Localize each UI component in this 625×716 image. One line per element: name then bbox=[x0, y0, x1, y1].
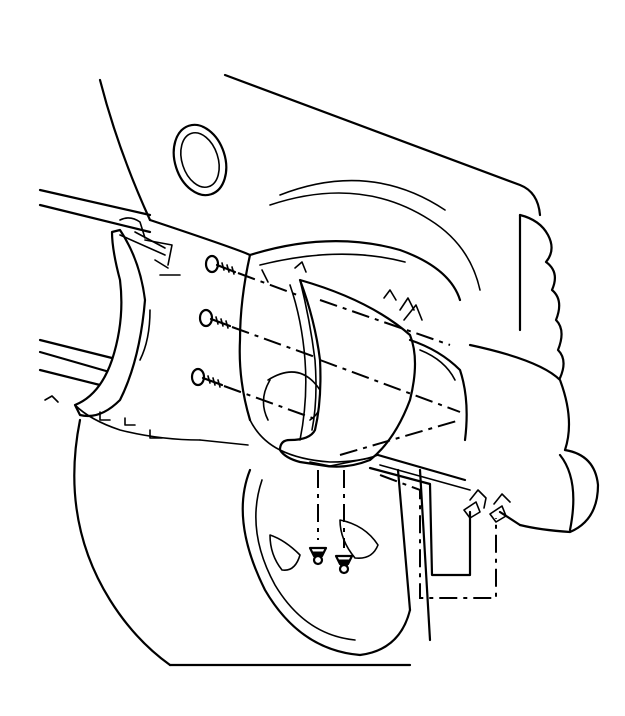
alignment-line bbox=[223, 385, 319, 421]
upper-column-cover bbox=[238, 240, 511, 509]
alignment-line bbox=[339, 419, 461, 456]
push-pin-icon bbox=[308, 546, 328, 566]
instrument-panel bbox=[98, 73, 600, 534]
alignment-line bbox=[231, 326, 319, 359]
push-pins bbox=[308, 470, 354, 575]
alignment-line bbox=[319, 359, 461, 413]
alignment-line bbox=[379, 474, 497, 599]
retaining-clips bbox=[368, 466, 507, 599]
alignment-line bbox=[237, 272, 301, 297]
cover-screws bbox=[190, 254, 461, 456]
screw-icon bbox=[190, 367, 224, 388]
clip-icon bbox=[489, 505, 507, 523]
lower-column-cover bbox=[44, 217, 249, 446]
push-pin-icon bbox=[334, 554, 354, 575]
screw-icon bbox=[198, 308, 232, 329]
alignment-line bbox=[319, 299, 451, 346]
screw-icon bbox=[204, 254, 237, 275]
clip-icon bbox=[463, 501, 481, 519]
